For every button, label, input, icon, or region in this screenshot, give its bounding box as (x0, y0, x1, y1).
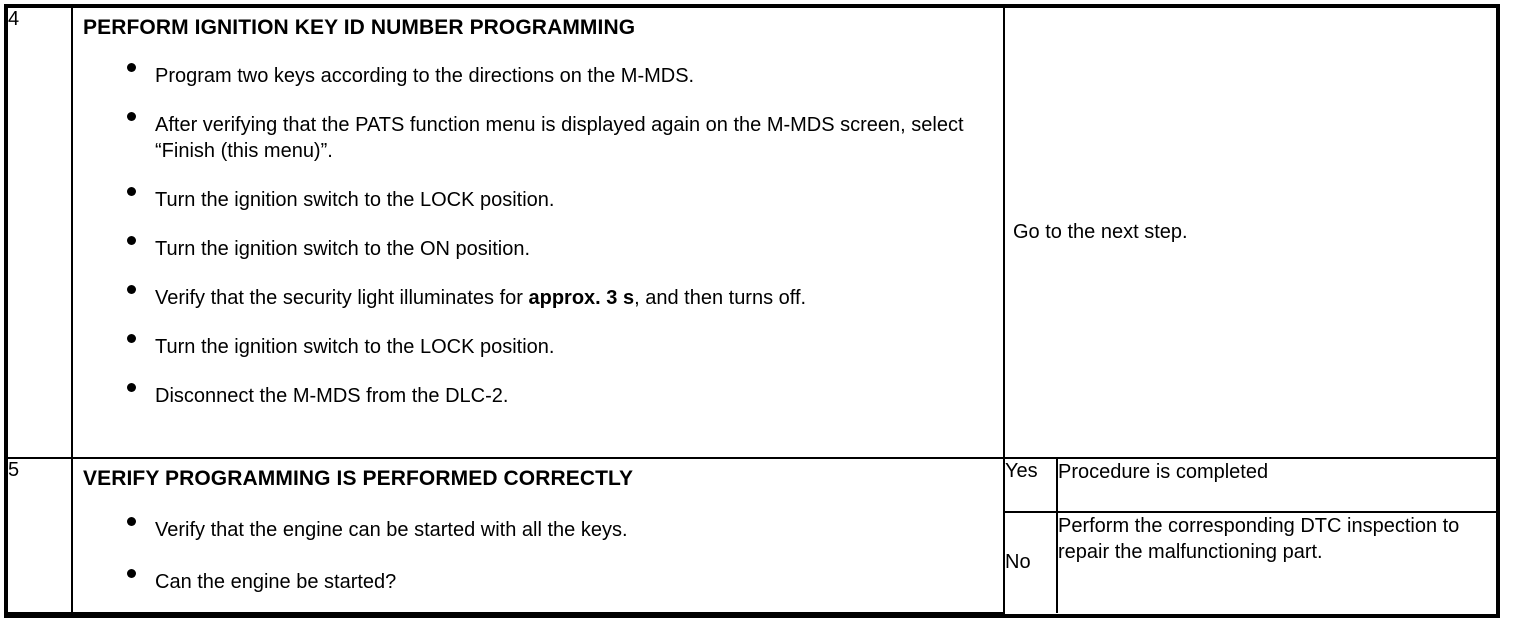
list-item: Verify that the engine can be started wi… (73, 517, 1003, 543)
bullet-icon (127, 63, 136, 73)
list-item-label: Can the engine be started? (155, 571, 397, 594)
list-item-label: Turn the ignition switch to the LOCK pos… (155, 336, 555, 359)
step-bullet-list: Verify that the engine can be started wi… (73, 517, 1003, 595)
step-title: VERIFY PROGRAMMING IS PERFORMED CORRECTL… (83, 467, 634, 491)
answer-label-yes: Yes (1003, 457, 1058, 513)
answer-label-no: No (1004, 510, 1058, 613)
list-item: Turn the ignition switch to the LOCK pos… (73, 334, 1003, 360)
step-number-cell: 5 (8, 457, 73, 614)
table-row: No Perform the corresponding DTC inspect… (8, 510, 1496, 613)
table-row: 5 VERIFY PROGRAMMING IS PERFORMED CORREC… (8, 457, 1496, 614)
list-item-label-pre: Verify that the security light illuminat… (155, 287, 529, 310)
list-item: Turn the ignition switch to the LOCK pos… (73, 187, 1003, 213)
list-item-label: Program two keys according to the direct… (155, 65, 695, 88)
step-result-cell: Go to the next step. (1003, 8, 1496, 460)
bullet-icon (127, 285, 136, 295)
table-row: 4 PERFORM IGNITION KEY ID NUMBER PROGRAM… (8, 8, 1496, 460)
bullet-icon (127, 383, 136, 393)
bullet-icon (127, 334, 136, 344)
procedure-table-sheet: 4 PERFORM IGNITION KEY ID NUMBER PROGRAM… (4, 4, 1500, 618)
step-number-cell: 4 (8, 8, 73, 460)
step-bullet-list: Program two keys according to the direct… (73, 63, 1003, 409)
diagnostic-table: 4 PERFORM IGNITION KEY ID NUMBER PROGRAM… (8, 8, 1496, 614)
list-item-label-post: , and then turns off. (634, 287, 807, 310)
bullet-icon (127, 236, 136, 246)
list-item: Turn the ignition switch to the ON posit… (73, 236, 1003, 262)
list-item-label: Disconnect the M-MDS from the DLC-2. (155, 385, 509, 408)
step-content-cell: VERIFY PROGRAMMING IS PERFORMED CORRECTL… (71, 457, 1005, 614)
list-item: Program two keys according to the direct… (73, 63, 1003, 89)
list-item-label: After verifying that the PATS function m… (155, 114, 964, 163)
answer-action-no: Perform the corresponding DTC inspection… (1056, 510, 1496, 613)
list-item-label: Turn the ignition switch to the LOCK pos… (155, 189, 555, 212)
step-result-text: Go to the next step. (1013, 220, 1188, 243)
answer-action-yes: Procedure is completed (1056, 457, 1496, 513)
list-item: After verifying that the PATS function m… (73, 112, 1003, 164)
list-item: Disconnect the M-MDS from the DLC-2. (73, 383, 1003, 409)
step-title: PERFORM IGNITION KEY ID NUMBER PROGRAMMI… (83, 16, 636, 39)
list-item: Verify that the security light illuminat… (73, 285, 1003, 311)
list-item: Can the engine be started? (73, 569, 1003, 595)
list-item-label-emphasis: approx. 3 s (528, 287, 635, 310)
bullet-icon (127, 187, 136, 197)
bullet-icon (127, 112, 136, 122)
list-item-label: Verify that the engine can be started wi… (155, 519, 628, 542)
step-content-cell: PERFORM IGNITION KEY ID NUMBER PROGRAMMI… (71, 8, 1005, 460)
bullet-icon (127, 517, 136, 527)
list-item-label: Turn the ignition switch to the ON posit… (155, 238, 530, 261)
bullet-icon (127, 569, 136, 579)
list-item-label-composite: Verify that the security light illuminat… (155, 285, 1003, 311)
